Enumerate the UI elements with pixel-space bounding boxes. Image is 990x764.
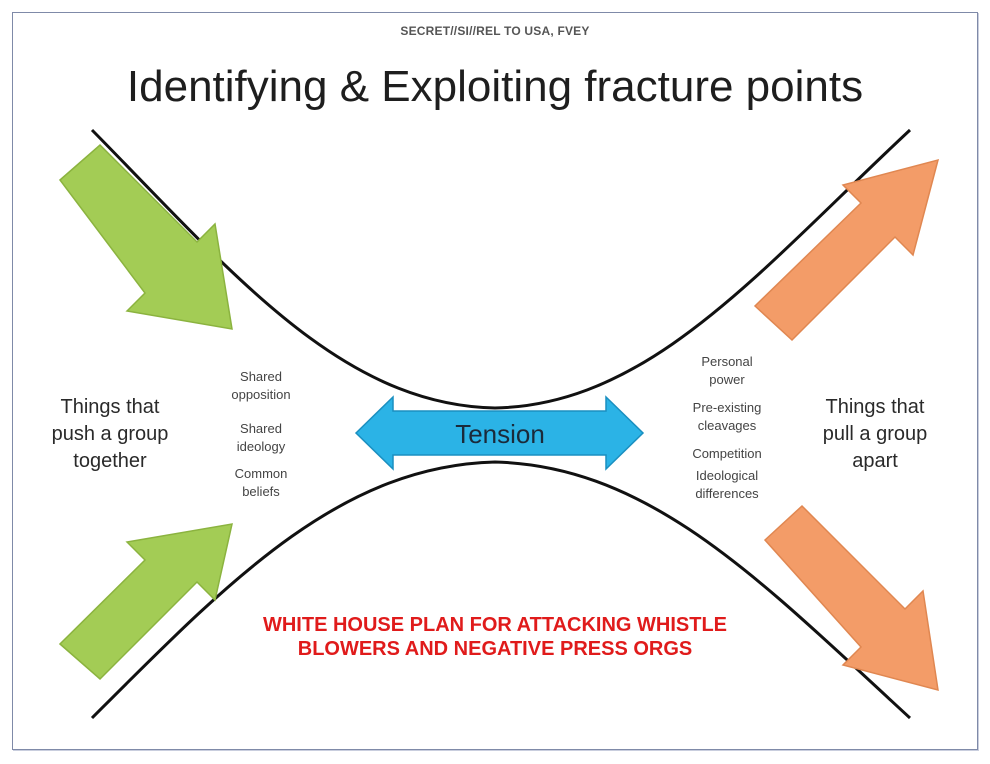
pull-arrow-top xyxy=(753,158,940,342)
factor-line: Shared xyxy=(240,421,282,436)
classification-marking: SECRET//SI//REL TO USA, FVEY xyxy=(400,24,590,38)
factor-line: Personal xyxy=(701,354,753,369)
factor-line: power xyxy=(709,372,745,387)
push-arrow-bottom xyxy=(58,523,233,681)
push-caption-line: together xyxy=(73,450,147,472)
tension-label: Tension xyxy=(455,419,545,449)
push-caption: Things that push a group together xyxy=(30,394,190,475)
factor-line: Common xyxy=(234,466,288,481)
factor-shared-opposition: Shared opposition xyxy=(215,368,307,404)
factor-line: ideology xyxy=(236,439,286,454)
factor-line: opposition xyxy=(231,387,291,402)
factor-ideological-differences: Ideological differences xyxy=(672,467,782,503)
push-factors: Shared opposition Shared ideology Common… xyxy=(215,368,307,501)
factor-line: Competition xyxy=(692,446,762,461)
push-caption-line: push a group xyxy=(51,423,169,445)
overlay-note: WHITE HOUSE PLAN FOR ATTACKING WHISTLE B… xyxy=(0,613,990,661)
pull-caption-line: Things that xyxy=(825,396,925,418)
slide-title: Identifying & Exploiting fracture points xyxy=(126,62,864,111)
pull-factors: Personal power Pre-existing cleavages Co… xyxy=(672,353,782,503)
overlay-note-line: BLOWERS AND NEGATIVE PRESS ORGS xyxy=(297,638,693,660)
pull-caption: Things that pull a group apart xyxy=(795,394,955,475)
lower-curve xyxy=(90,460,912,720)
pull-caption-line: apart xyxy=(852,450,898,472)
factor-common-beliefs: Common beliefs xyxy=(215,465,307,501)
factor-line: cleavages xyxy=(697,418,757,433)
push-caption-line: Things that xyxy=(60,396,160,418)
factor-line: beliefs xyxy=(242,484,280,499)
factor-pre-existing-cleavages: Pre-existing cleavages xyxy=(672,399,782,435)
factor-competition: Competition xyxy=(672,445,782,463)
slide-frame xyxy=(12,12,978,750)
factor-line: Ideological xyxy=(695,468,759,483)
factor-shared-ideology: Shared ideology xyxy=(215,420,307,456)
factor-personal-power: Personal power xyxy=(672,353,782,389)
overlay-note-line: WHITE HOUSE PLAN FOR ATTACKING WHISTLE xyxy=(262,614,728,636)
tension-arrow xyxy=(354,395,645,471)
factor-line: differences xyxy=(695,486,759,501)
pull-arrow-bottom xyxy=(763,504,939,692)
factor-line: Pre-existing xyxy=(692,400,762,415)
push-arrow-top xyxy=(58,143,233,330)
pull-caption-line: pull a group xyxy=(822,423,928,445)
factor-line: Shared xyxy=(240,369,282,384)
